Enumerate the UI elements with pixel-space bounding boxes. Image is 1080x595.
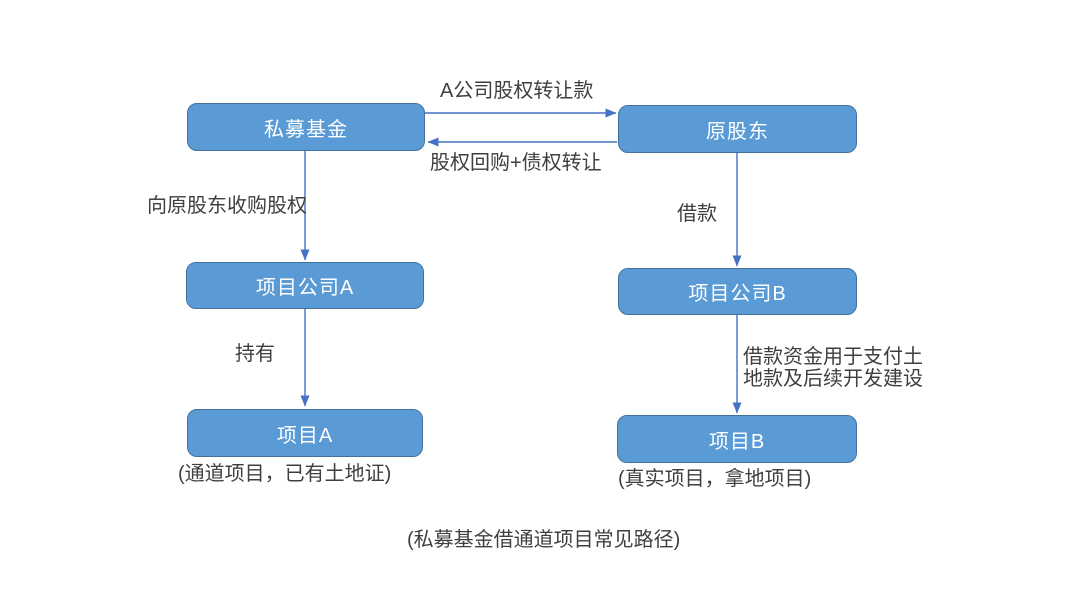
edge-label-acquire-equity: 向原股东收购股权 <box>147 195 307 217</box>
diagram-caption: (私募基金借通道项目常见路径) <box>407 529 681 551</box>
node-project-company-b: 项目公司B <box>618 268 857 315</box>
node-private-fund: 私募基金 <box>187 103 425 151</box>
edge-label-loan: 借款 <box>677 203 717 225</box>
node-project-company-a-label: 项目公司A <box>255 277 355 299</box>
node-project-a-label: 项目A <box>276 424 334 447</box>
edge-label-transfer-payment: A公司股权转让款 <box>440 80 594 102</box>
node-project-a: 项目A <box>187 409 423 457</box>
node-original-shareholder: 原股东 <box>618 105 857 153</box>
note-project-a: (通道项目，已有土地证) <box>178 463 392 485</box>
node-project-b-label: 项目B <box>708 430 766 453</box>
node-project-b: 项目B <box>617 415 857 463</box>
node-private-fund-label: 私募基金 <box>264 118 348 141</box>
node-project-company-a: 项目公司A <box>186 262 424 309</box>
node-original-shareholder-label: 原股东 <box>706 120 769 143</box>
edge-label-loan-use: 借款资金用于支付土地款及后续开发建设 <box>743 346 923 390</box>
node-project-company-b-label: 项目公司B <box>688 283 787 305</box>
edge-label-hold: 持有 <box>235 343 275 365</box>
note-project-b: (真实项目，拿地项目) <box>618 468 812 490</box>
edge-label-buyback: 股权回购+债权转让 <box>430 152 602 174</box>
